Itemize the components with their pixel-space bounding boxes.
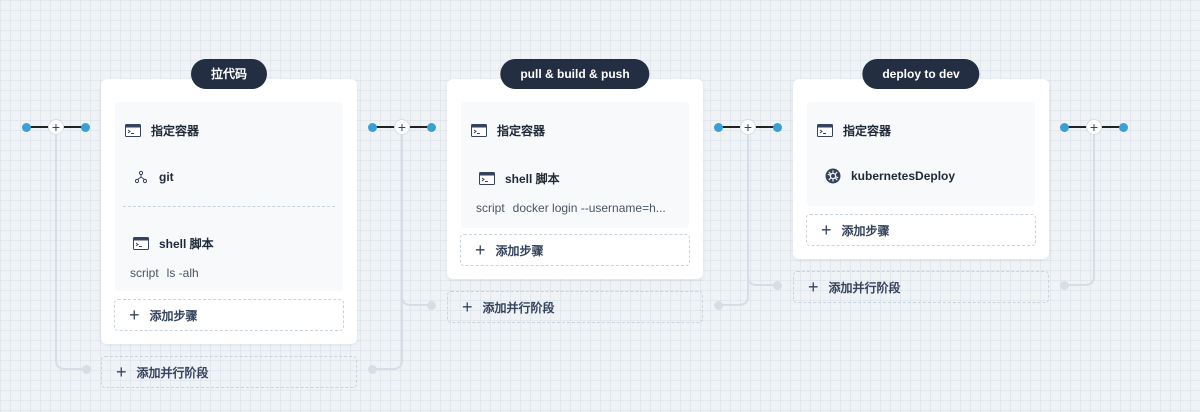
connector-dot [427,123,436,132]
terminal-icon [471,124,487,138]
plus-icon: + [116,362,127,382]
step-label: kubernetesDeploy [851,169,956,183]
step-label: shell 脚本 [505,172,560,186]
terminal-icon [125,124,141,138]
plus-icon: + [397,119,407,135]
add-step-button[interactable]: + 添加步骤 [114,299,344,331]
add-parallel-label: 添加并行阶段 [828,280,901,295]
stage-card[interactable]: pull & build & push 指定容器 shell 脚本 script… [447,59,703,279]
script-value: ls -alh [166,266,199,280]
add-parallel-stage-button[interactable]: + 添加并行阶段 [793,271,1049,303]
add-step-label: 添加步骤 [495,243,544,258]
parallel-connector-dot [427,301,436,310]
connector-dot [773,123,782,132]
stage-card[interactable]: deploy to dev 指定容器 kubernetesDeploy + 添加… [793,59,1049,259]
add-stage-button[interactable]: + [394,119,410,135]
step-git[interactable]: git [133,170,174,184]
step-list: 指定容器 kubernetesDeploy [807,102,1035,206]
script-line: script docker login --username=h... [476,201,686,215]
terminal-icon [817,124,833,138]
step-list: 指定容器 git shell 脚本 script ls -alh [115,102,343,291]
parallel-connector-dot [773,281,782,290]
add-parallel-label: 添加并行阶段 [482,300,555,315]
kubernetes-icon [825,168,841,184]
step-divider [123,206,335,207]
step-label: 指定容器 [843,124,892,138]
plus-icon: + [475,240,486,260]
step-shell[interactable]: shell 脚本 [479,170,560,187]
add-parallel-stage-button[interactable]: + 添加并行阶段 [447,291,703,323]
add-stage-button[interactable]: + [740,119,756,135]
add-stage-button[interactable]: + [1086,119,1102,135]
step-label: 指定容器 [497,124,546,138]
connector-dot [1119,123,1128,132]
add-parallel-label: 添加并行阶段 [136,365,209,380]
add-step-label: 添加步骤 [841,223,890,238]
plus-icon: + [462,297,473,317]
script-key: script [476,201,505,215]
add-step-label: 添加步骤 [149,308,198,323]
add-step-button[interactable]: + 添加步骤 [460,234,690,266]
git-branch-icon [133,170,149,184]
step-shell[interactable]: shell 脚本 [133,235,214,252]
step-container[interactable]: 指定容器 [471,122,545,139]
terminal-icon [133,237,149,251]
connector-dot [22,123,31,132]
add-parallel-stage-button[interactable]: + 添加并行阶段 [101,356,357,388]
plus-icon: + [129,305,140,325]
parallel-connector-dot [368,365,377,374]
stage-title[interactable]: 拉代码 [190,59,268,89]
plus-icon: + [1089,119,1099,135]
script-line: script ls -alh [130,266,199,280]
plus-icon: + [821,220,832,240]
parallel-connector-dot [82,365,91,374]
parallel-connector-dot [714,301,723,310]
add-step-button[interactable]: + 添加步骤 [806,214,1036,246]
script-value: docker login --username=h... [512,201,666,215]
plus-icon: + [51,119,61,135]
step-kubernetes-deploy[interactable]: kubernetesDeploy [825,168,956,184]
script-key: script [130,266,159,280]
step-container[interactable]: 指定容器 [125,122,199,139]
plus-icon: + [743,119,753,135]
parallel-connector-dot [1060,281,1069,290]
step-container[interactable]: 指定容器 [817,122,891,139]
connector-dot [81,123,90,132]
stage-title[interactable]: deploy to dev [862,59,980,89]
connector-dot [1060,123,1069,132]
step-list: 指定容器 shell 脚本 script docker login --usern… [461,102,689,228]
connector-dot [714,123,723,132]
step-label: git [159,170,174,184]
add-stage-button[interactable]: + [48,119,64,135]
stage-card[interactable]: 拉代码 指定容器 git shell 脚本 [101,59,357,344]
step-label: 指定容器 [151,124,200,138]
plus-icon: + [808,277,819,297]
terminal-icon [479,172,495,186]
stage-title[interactable]: pull & build & push [500,59,650,89]
connector-dot [368,123,377,132]
step-label: shell 脚本 [159,237,214,251]
